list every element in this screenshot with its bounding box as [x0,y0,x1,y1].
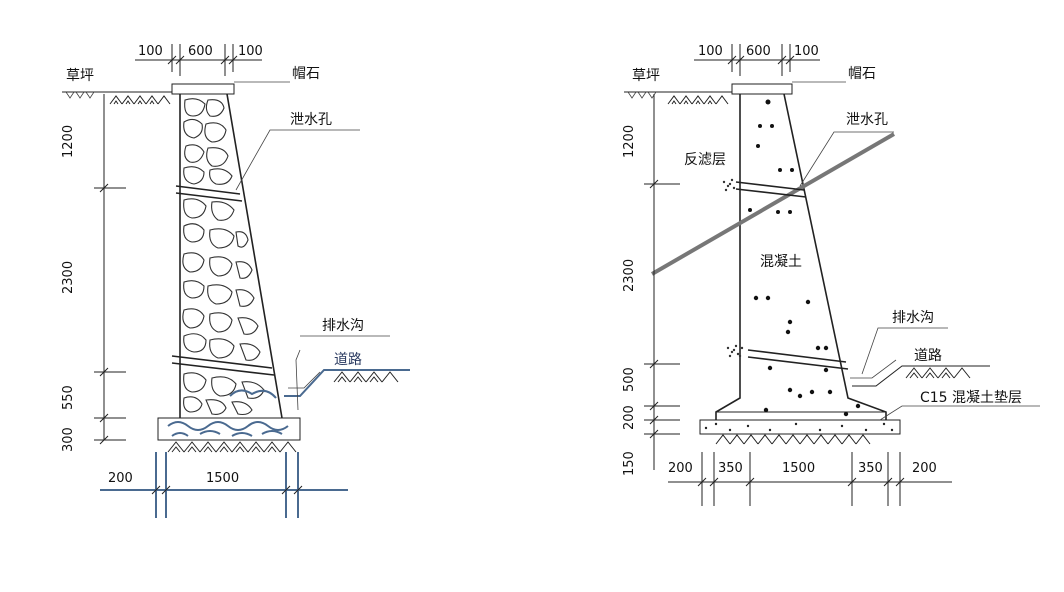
right-top-dim-2: 600 [746,44,771,59]
right-bdim-3: 1500 [782,461,815,476]
right-bottom-dimension: 200 350 1500 350 200 [668,452,952,506]
left-top-dim-1: 100 [138,44,163,59]
right-wall-section: 100 600 100 草坪 帽石 [622,44,1040,506]
left-bdim-2: 1500 [206,471,239,486]
right-concrete-label: 混凝土 [760,254,802,270]
left-road-label: 道路 [334,352,362,368]
right-filter-layer: 反滤层 [684,152,744,358]
right-cushion-layer: C15 混凝土垫层 [699,390,1040,445]
right-vdim-5: 150 [622,451,637,476]
left-drain-label: 排水沟 [322,318,364,334]
right-lawn-label: 草坪 [632,68,660,84]
left-drain-road: 排水沟 道路 [284,318,410,411]
left-weep-holes: 泄水孔 [171,112,360,376]
left-coping-label: 帽石 [292,66,320,82]
right-vdim-4: 200 [622,405,637,430]
left-wall-section: 100 600 100 草坪 帽石 [61,44,410,518]
right-ground: 草坪 [624,68,732,105]
right-bdim-4: 350 [858,461,883,476]
left-vdim-4: 300 [61,427,76,452]
right-top-dim-1: 100 [698,44,723,59]
right-road-label: 道路 [914,348,942,364]
left-vdim-1: 1200 [61,125,76,158]
left-vdim-2: 2300 [61,261,76,294]
right-vdim-1: 1200 [622,125,637,158]
left-weep-hole-label: 泄水孔 [290,112,332,128]
right-top-dim-3: 100 [794,44,819,59]
left-foundation [157,389,301,453]
right-drain-road: 排水沟 道路 [850,310,990,387]
right-bdim-2: 350 [718,461,743,476]
left-vertical-dimension: 1200 2300 550 300 [61,94,126,452]
right-drain-label: 排水沟 [892,310,934,326]
left-ground: 草坪 [62,68,172,105]
left-bottom-dimension: 200 1500 [100,452,348,518]
right-filter-label: 反滤层 [684,152,726,168]
right-coping-stone [731,83,793,95]
right-cushion-label: C15 混凝土垫层 [920,390,1022,406]
left-top-dim-2: 600 [188,44,213,59]
right-vdim-3: 500 [622,367,637,392]
right-concrete-dots [748,99,861,417]
right-top-dimension: 100 600 100 [694,44,820,76]
right-bdim-1: 200 [668,461,693,476]
right-bdim-5: 200 [912,461,937,476]
left-vdim-3: 550 [61,385,76,410]
right-slope-line [650,132,896,276]
left-top-dim-3: 100 [238,44,263,59]
left-bdim-1: 200 [108,471,133,486]
right-weep-holes: 泄水孔 [735,112,894,370]
right-vertical-dimension: 1200 2300 500 200 150 [622,94,680,476]
left-rubble-stones [182,98,265,416]
right-vdim-2: 2300 [622,259,637,292]
left-top-dimension: 100 600 100 [135,44,263,76]
right-coping-label: 帽石 [848,66,876,82]
right-weep-hole-label: 泄水孔 [846,112,888,128]
left-lawn-label: 草坪 [66,68,94,84]
left-coping-stone [171,83,235,95]
